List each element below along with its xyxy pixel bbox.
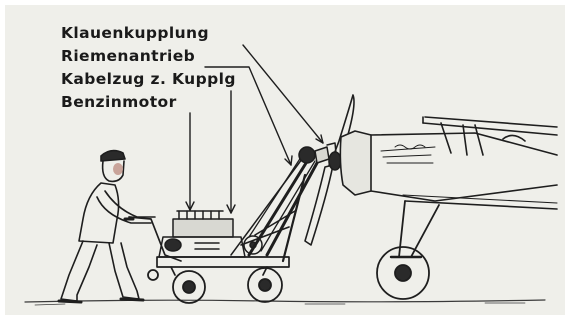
label-benzinmotor: Benzinmotor (61, 93, 177, 111)
biplane-fuselage (340, 117, 557, 209)
cart-caster (148, 270, 158, 280)
cart-wheel-rear (248, 268, 282, 302)
label-riemenantrieb: Riemenantrieb (61, 47, 195, 65)
cart-wheels (148, 268, 282, 303)
man-figure (59, 151, 155, 302)
illustration-sheet: Klauenkupplung Riemenantrieb Kabelzug z.… (5, 5, 565, 315)
label-kabelzug: Kabelzug z. Kupplg (61, 70, 236, 88)
face-accent (113, 163, 123, 175)
cart-wheel-front (173, 271, 205, 303)
aircraft-wheel (377, 247, 429, 299)
propeller-starter-drawing: Klauenkupplung Riemenantrieb Kabelzug z.… (5, 5, 565, 315)
ground-line (25, 300, 545, 305)
label-klauenkupplung: Klauenkupplung (61, 24, 209, 42)
aircraft-landing-gear (391, 201, 439, 257)
